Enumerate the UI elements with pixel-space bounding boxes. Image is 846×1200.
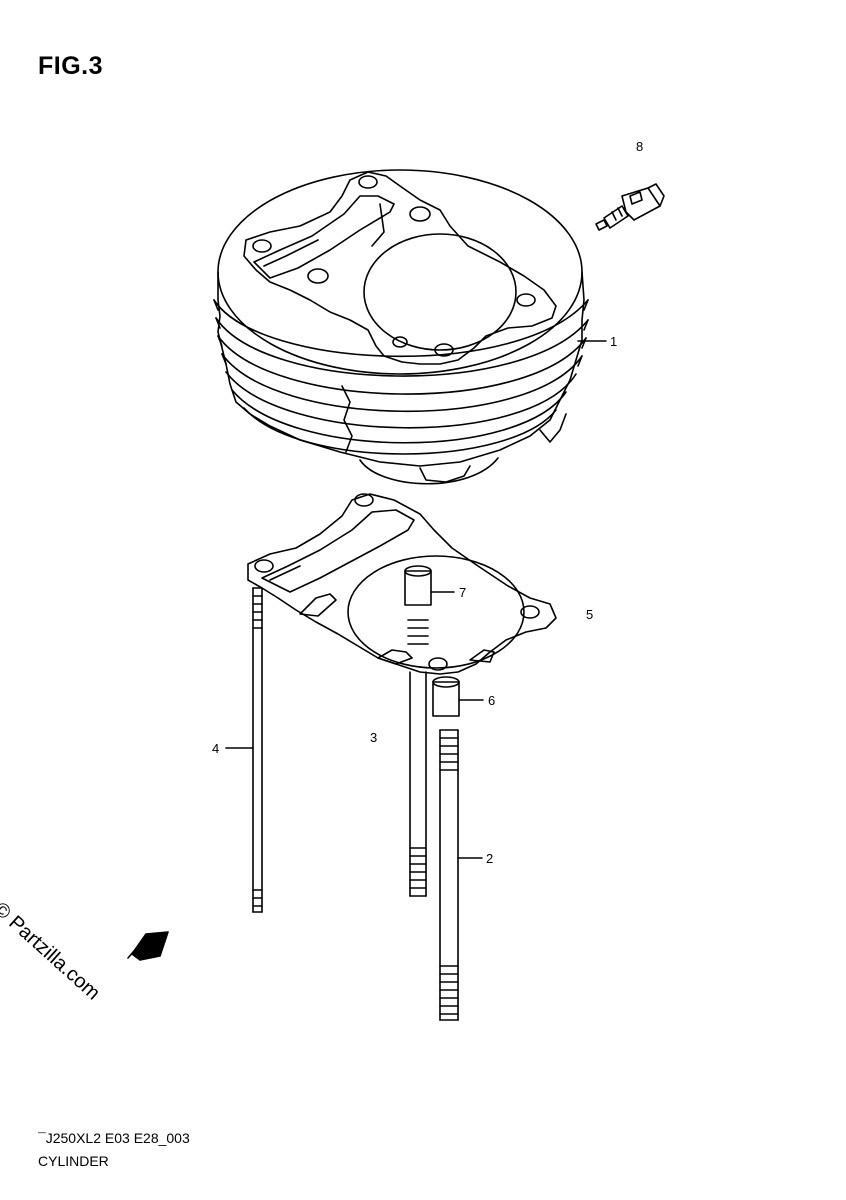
part-4-stud [252, 587, 263, 913]
figure-title: FIG.3 [38, 52, 104, 80]
callout-2: 2 [486, 851, 494, 866]
diagram-name: CYLINDER [38, 1153, 109, 1169]
diagram-code: ¯J250XL2 E03 E28_003 [38, 1130, 190, 1146]
callout-8: 8 [636, 139, 644, 154]
part-3-stud [409, 671, 427, 897]
part-6-dowel-pin [432, 676, 460, 717]
part-8-sensor [595, 183, 665, 231]
part-2-stud [439, 729, 459, 1021]
callout-6: 6 [488, 693, 496, 708]
part-7-dowel-pin [404, 565, 432, 645]
callout-5: 5 [586, 607, 594, 622]
part-1-cylinder [213, 169, 589, 485]
callout-1: 1 [610, 334, 618, 349]
callout-4: 4 [212, 741, 220, 756]
callout-7: 7 [459, 585, 467, 600]
front-arrow-icon [127, 931, 169, 961]
callout-3: 3 [370, 730, 378, 745]
part-5-gasket [247, 493, 557, 675]
